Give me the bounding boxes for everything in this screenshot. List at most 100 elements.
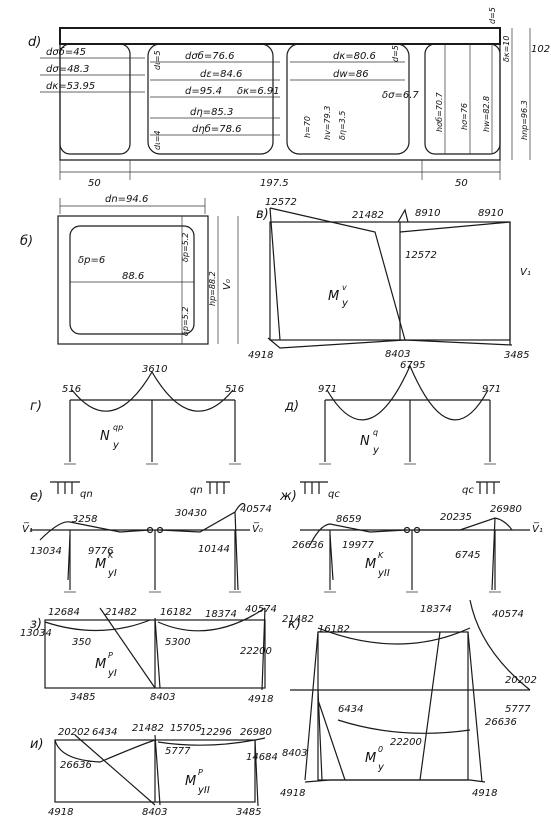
k-label-4: 40574 <box>492 609 524 620</box>
e-q-right: qn <box>190 485 203 496</box>
i-label-3: 21482 <box>132 723 164 734</box>
k-label-12: 4918 <box>280 788 305 799</box>
dim-vr-5: hnp=96.3 <box>520 100 529 140</box>
dd-label-3: 971 <box>482 384 501 395</box>
dim-vr-2: hσ=76 <box>460 103 469 130</box>
z-sub: yI <box>107 668 117 679</box>
k-label-7: 5777 <box>505 704 531 715</box>
k-label-1: 21482 <box>282 614 314 625</box>
z-name: M <box>95 657 106 672</box>
section-k-geometry <box>290 599 531 783</box>
z-label-8: 22200 <box>240 646 272 657</box>
g-name: N <box>100 429 110 444</box>
section-d-geometry <box>40 27 531 180</box>
k-sup: 0 <box>378 745 383 754</box>
k-label-5: 20202 <box>505 675 537 686</box>
i-label-6: 26980 <box>240 727 272 738</box>
i-label-8: 14684 <box>246 752 278 763</box>
z-sup: P <box>108 651 113 660</box>
e-v0: V̅₀ <box>252 522 263 535</box>
dd-sup: q <box>373 428 378 437</box>
zh-label-2: 20235 <box>440 512 472 523</box>
dd-name: N <box>360 434 370 449</box>
section-e-geometry <box>30 481 250 593</box>
k-name: M <box>365 751 376 766</box>
zh-label-6: 6745 <box>455 550 480 561</box>
e-label-4: 13034 <box>30 546 62 557</box>
k-label-9: 26636 <box>485 717 517 728</box>
g-sub: y <box>112 440 120 451</box>
e-label-6: 10144 <box>198 544 230 555</box>
v-label-1: 12572 <box>265 197 297 208</box>
dim-vr-4: δκ=10 <box>502 36 511 63</box>
b-dp: δp=6 <box>78 255 105 266</box>
i-label-5: 12296 <box>200 727 232 738</box>
z-label-9: 13034 <box>20 628 52 639</box>
v-label-5: 12572 <box>405 250 437 261</box>
dd-sub: y <box>372 445 380 456</box>
z-label-4: 18374 <box>205 609 237 620</box>
i-label-10: 4918 <box>48 807 73 818</box>
e-name: M <box>95 557 106 572</box>
dim-mid-vert-1: dι=5 <box>153 50 162 70</box>
e-label-3: 40574 <box>240 504 272 515</box>
e-sup: K <box>108 551 114 560</box>
i-label-7: 5777 <box>165 746 191 757</box>
z-label-12: 4918 <box>248 694 273 705</box>
dim-vr-1: hσб=70.7 <box>435 92 444 133</box>
g-label-2: 3610 <box>142 364 167 375</box>
i-label-12: 3485 <box>236 807 261 818</box>
zh-sub: yII <box>377 568 390 579</box>
v-sub: y <box>341 298 349 309</box>
b-dp-bot: δp=5.2 <box>181 307 190 336</box>
dim-left-1: dσб=45 <box>46 46 86 58</box>
section-b-geometry <box>57 198 239 345</box>
k-label-8: 22200 <box>390 737 422 748</box>
b-hp: hp=88.2 <box>208 271 217 306</box>
zh-v1: V̅₁ <box>532 522 543 535</box>
section-v-geometry <box>267 207 513 349</box>
dd-label-1: 971 <box>318 384 337 395</box>
e-sub: yI <box>107 568 117 579</box>
b-dn: dn=94.6 <box>105 194 148 205</box>
zh-sup: K <box>378 551 384 560</box>
z-label-3: 16182 <box>160 607 192 618</box>
z-label-11: 8403 <box>150 692 175 703</box>
panel-label-e: е) <box>30 489 43 504</box>
panel-label-dd: д) <box>284 399 299 414</box>
e-label-2: 30430 <box>175 508 207 519</box>
k-label-3: 18374 <box>420 604 452 615</box>
dim-mid-1: dσб=76.6 <box>185 50 235 62</box>
e-label-5: 9776 <box>88 546 113 557</box>
dim-left-2: dσ=48.3 <box>46 64 89 75</box>
zh-label-5: 19977 <box>342 540 374 551</box>
v-label-4: 8910 <box>478 208 503 219</box>
dim-mid-vert-2: dι=4 <box>153 130 162 150</box>
g-label-1: 516 <box>62 384 81 395</box>
k-label-6: 6434 <box>338 704 363 715</box>
i-label-11: 8403 <box>142 807 167 818</box>
dim-vr-6: d=5 <box>488 7 497 24</box>
panel-label-i: и) <box>30 737 44 752</box>
i-label-9: 26636 <box>60 760 92 771</box>
zh-label-3: 26980 <box>490 504 522 515</box>
section-zh-geometry <box>300 481 530 593</box>
dim-mid-5: dη=85.3 <box>190 107 233 118</box>
v-sup: v <box>342 283 347 292</box>
zh-q-left: qc <box>328 489 340 500</box>
dim-right-4: d=5 <box>391 45 400 62</box>
dim-right-2: dw=86 <box>333 69 369 80</box>
section-i-geometry <box>54 734 266 807</box>
panel-label-k: к) <box>288 617 301 632</box>
v-label-6: 4918 <box>248 350 273 361</box>
zh-label-1: 8659 <box>336 514 361 525</box>
v-label-8: 3485 <box>504 350 529 361</box>
z-label-1: 12684 <box>48 607 80 618</box>
panel-label-b: б) <box>20 234 33 249</box>
e-label-1: 3258 <box>72 514 97 525</box>
dim-box2-1: h=70 <box>303 116 312 138</box>
b-dp-top: δp=5.2 <box>181 233 190 262</box>
g-sup: qp <box>113 423 123 432</box>
section-g-geometry <box>64 370 241 465</box>
